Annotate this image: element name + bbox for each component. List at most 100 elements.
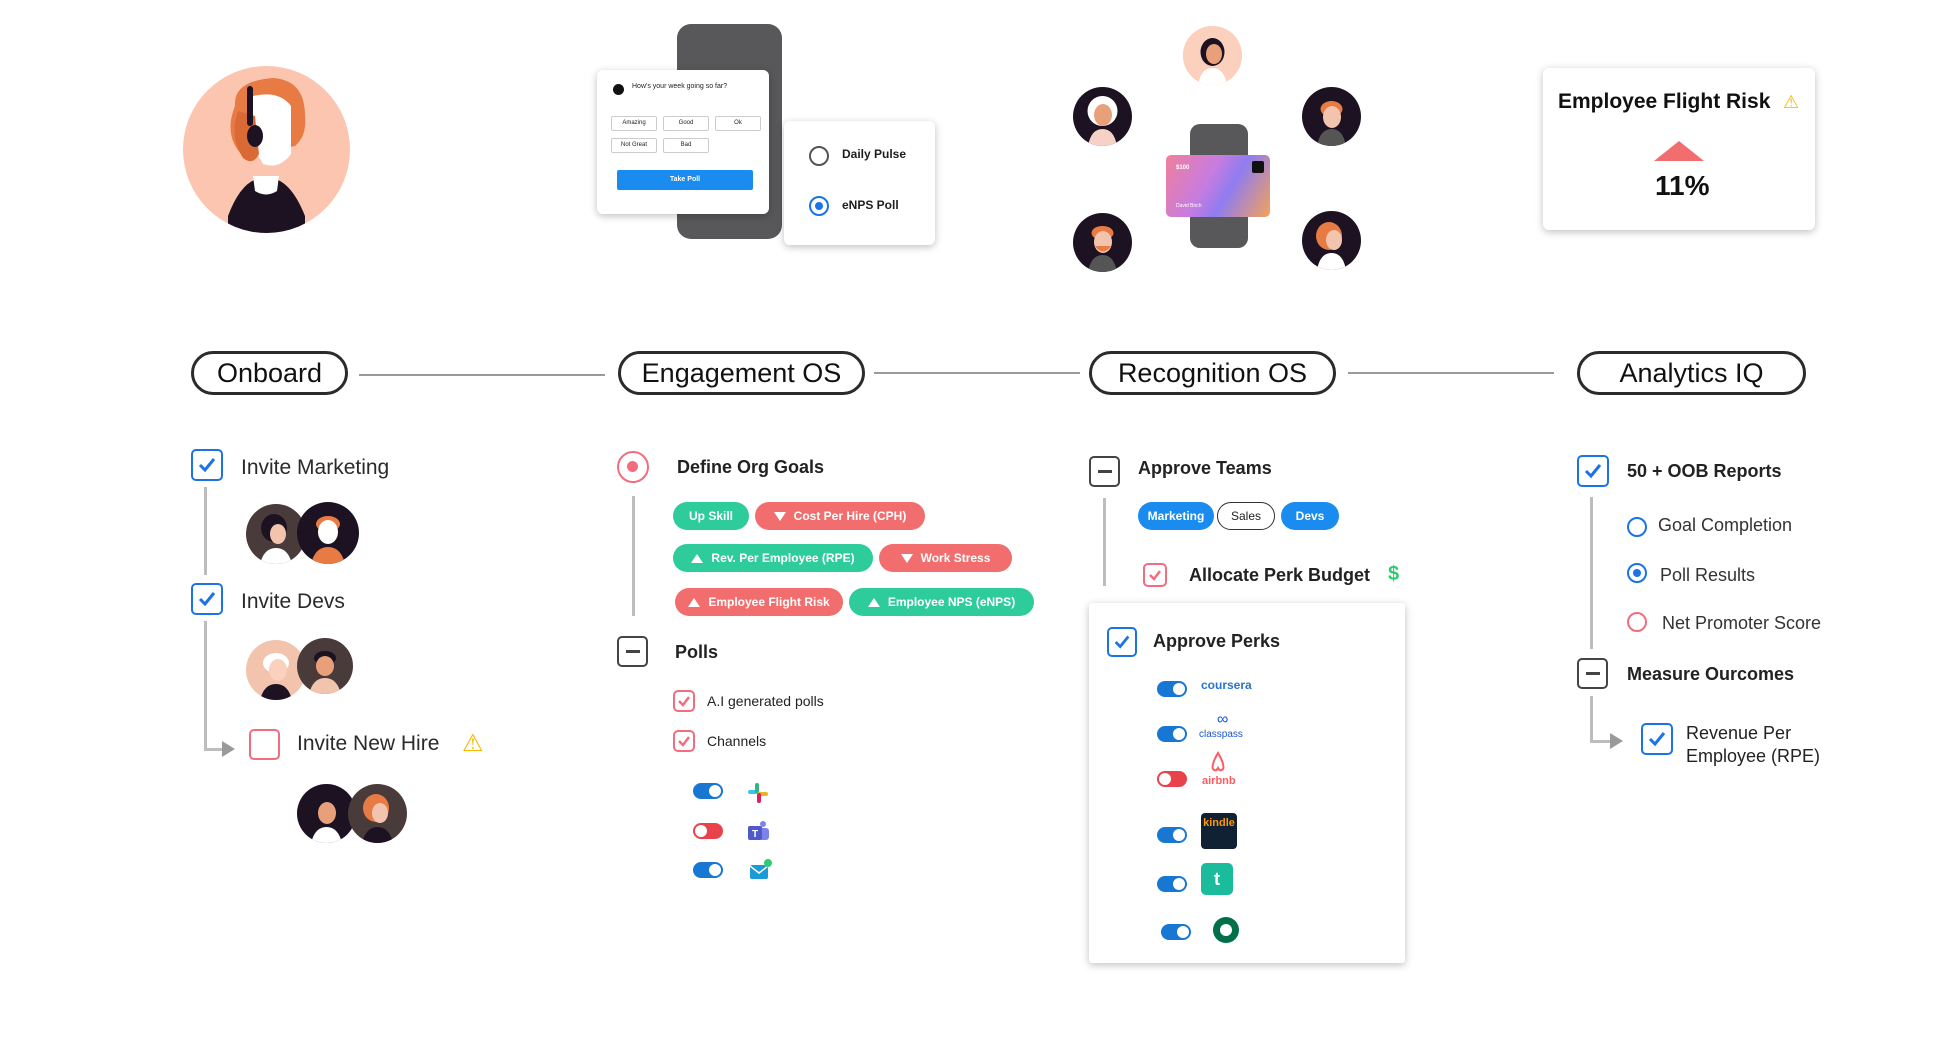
airbnb-toggle[interactable]	[1157, 771, 1187, 787]
trend-up-icon	[691, 553, 704, 563]
gift-card-amount: $100	[1176, 165, 1190, 171]
warning-icon: ⚠	[462, 730, 484, 757]
classpass-icon: ∞	[1217, 711, 1229, 728]
poll-option[interactable]: Ok	[715, 116, 761, 131]
stage-analytics[interactable]: Analytics IQ	[1577, 351, 1806, 395]
stage-engagement[interactable]: Engagement OS	[618, 351, 865, 395]
polls-checkbox[interactable]	[617, 636, 648, 667]
avatar	[1302, 211, 1361, 270]
arrow-right-icon	[1610, 733, 1623, 749]
team-tag-devs[interactable]: Devs	[1281, 502, 1339, 530]
teams-toggle[interactable]	[693, 823, 723, 839]
approve-teams-label: Approve Teams	[1138, 458, 1272, 478]
flight-risk-value: 11%	[1655, 170, 1710, 201]
oob-reports-checkbox[interactable]	[1577, 455, 1609, 487]
goal-tag[interactable]: Cost Per Hire (CPH)	[755, 502, 925, 530]
revenue-per-employee-label: Revenue Per Employee (RPE)	[1686, 723, 1821, 766]
daily-pulse-radio[interactable]	[809, 146, 829, 166]
dollar-icon: $	[1388, 563, 1400, 585]
tree-line	[204, 748, 224, 751]
starbucks-toggle[interactable]	[1161, 924, 1191, 940]
ai-polls-checkbox[interactable]	[673, 690, 695, 712]
gift-card-holder: David Birch	[1176, 203, 1202, 209]
invite-marketing-label: Invite Marketing	[241, 456, 390, 479]
goal-tag[interactable]: Work Stress	[879, 544, 1012, 572]
poll-results-label: Poll Results	[1660, 565, 1756, 585]
email-icon	[747, 857, 773, 883]
team-tag-marketing[interactable]: Marketing	[1138, 502, 1214, 530]
classpass-logo: classpass	[1199, 729, 1243, 740]
tree-line	[632, 496, 635, 616]
avatar	[297, 784, 356, 843]
avatar	[348, 784, 407, 843]
airbnb-logo: airbnb	[1202, 775, 1236, 787]
teams-icon: T	[745, 818, 771, 844]
poll-type-card: Daily Pulse eNPS Poll	[784, 121, 935, 245]
poll-results-radio[interactable]	[1627, 563, 1647, 583]
trend-up-icon	[1654, 141, 1704, 161]
kindle-icon: kindle	[1201, 813, 1237, 849]
tree-line	[1590, 497, 1593, 649]
tree-line	[1590, 696, 1593, 742]
measure-outcomes-label: Measure Ourcomes	[1627, 664, 1795, 684]
poll-question: How's your week going so far?	[632, 83, 728, 90]
allocate-budget-checkbox[interactable]	[1143, 563, 1167, 587]
define-goals-radio[interactable]	[617, 451, 649, 483]
ai-polls-label: A.I generated polls	[707, 693, 824, 709]
avatar	[246, 640, 306, 700]
trend-down-icon	[900, 553, 913, 563]
trend-down-icon	[773, 511, 786, 521]
poll-card: How's your week going so far? Amazing Go…	[597, 70, 769, 214]
goal-tag[interactable]: Employee NPS (eNPS)	[849, 588, 1034, 616]
email-toggle[interactable]	[693, 862, 723, 878]
airbnb-icon	[1207, 751, 1229, 773]
invite-new-hire-checkbox[interactable]	[249, 729, 280, 760]
allocate-budget-label: Allocate Perk Budget	[1189, 565, 1371, 585]
invite-devs-label: Invite Devs	[241, 590, 345, 613]
invite-devs-checkbox[interactable]	[191, 583, 223, 615]
define-goals-label: Define Org Goals	[677, 457, 825, 477]
stage-recognition[interactable]: Recognition OS	[1089, 351, 1336, 395]
measure-outcomes-checkbox[interactable]	[1577, 658, 1608, 689]
polls-label: Polls	[675, 642, 719, 662]
channels-checkbox[interactable]	[673, 730, 695, 752]
poll-option[interactable]: Amazing	[611, 116, 657, 131]
avatar	[1073, 87, 1132, 146]
revenue-per-employee-checkbox[interactable]	[1641, 723, 1673, 755]
connector-line	[1348, 372, 1554, 374]
approve-teams-checkbox[interactable]	[1089, 456, 1120, 487]
flight-risk-card: Employee Flight Risk ⚠ 11%	[1543, 68, 1815, 230]
slack-icon	[745, 780, 771, 806]
daily-pulse-label: Daily Pulse	[842, 147, 907, 161]
connector-line	[874, 372, 1080, 374]
app-logo-icon	[613, 84, 624, 95]
goal-tag[interactable]: Up Skill	[673, 502, 749, 530]
approve-perks-panel: Approve Perks coursera ∞ classpass airbn…	[1089, 603, 1405, 963]
approve-perks-label: Approve Perks	[1153, 631, 1281, 651]
net-promoter-label: Net Promoter Score	[1662, 613, 1822, 633]
take-poll-button[interactable]: Take Poll	[617, 170, 753, 190]
avatar	[297, 502, 359, 564]
goal-tag[interactable]: Rev. Per Employee (RPE)	[673, 544, 873, 572]
invite-marketing-checkbox[interactable]	[191, 449, 223, 481]
kindle-toggle[interactable]	[1157, 827, 1187, 843]
poll-option[interactable]: Not Great	[611, 138, 657, 153]
connector-line	[359, 374, 605, 376]
approve-perks-checkbox[interactable]	[1107, 627, 1137, 657]
stage-onboard[interactable]: Onboard	[191, 351, 348, 395]
net-promoter-radio[interactable]	[1627, 612, 1647, 632]
coursera-toggle[interactable]	[1157, 681, 1187, 697]
t-app-toggle[interactable]	[1157, 876, 1187, 892]
warning-icon: ⚠	[1783, 92, 1800, 112]
poll-option[interactable]: Bad	[663, 138, 709, 153]
goal-completion-radio[interactable]	[1627, 517, 1647, 537]
flight-risk-title: Employee Flight Risk	[1558, 90, 1771, 113]
classpass-toggle[interactable]	[1157, 726, 1187, 742]
poll-option[interactable]: Good	[663, 116, 709, 131]
slack-toggle[interactable]	[693, 783, 723, 799]
tree-line	[204, 487, 207, 575]
team-tag-sales[interactable]: Sales	[1217, 502, 1275, 530]
invite-new-hire-label: Invite New Hire	[297, 732, 440, 755]
enps-poll-radio[interactable]	[809, 196, 829, 216]
goal-tag[interactable]: Employee Flight Risk	[675, 588, 843, 616]
